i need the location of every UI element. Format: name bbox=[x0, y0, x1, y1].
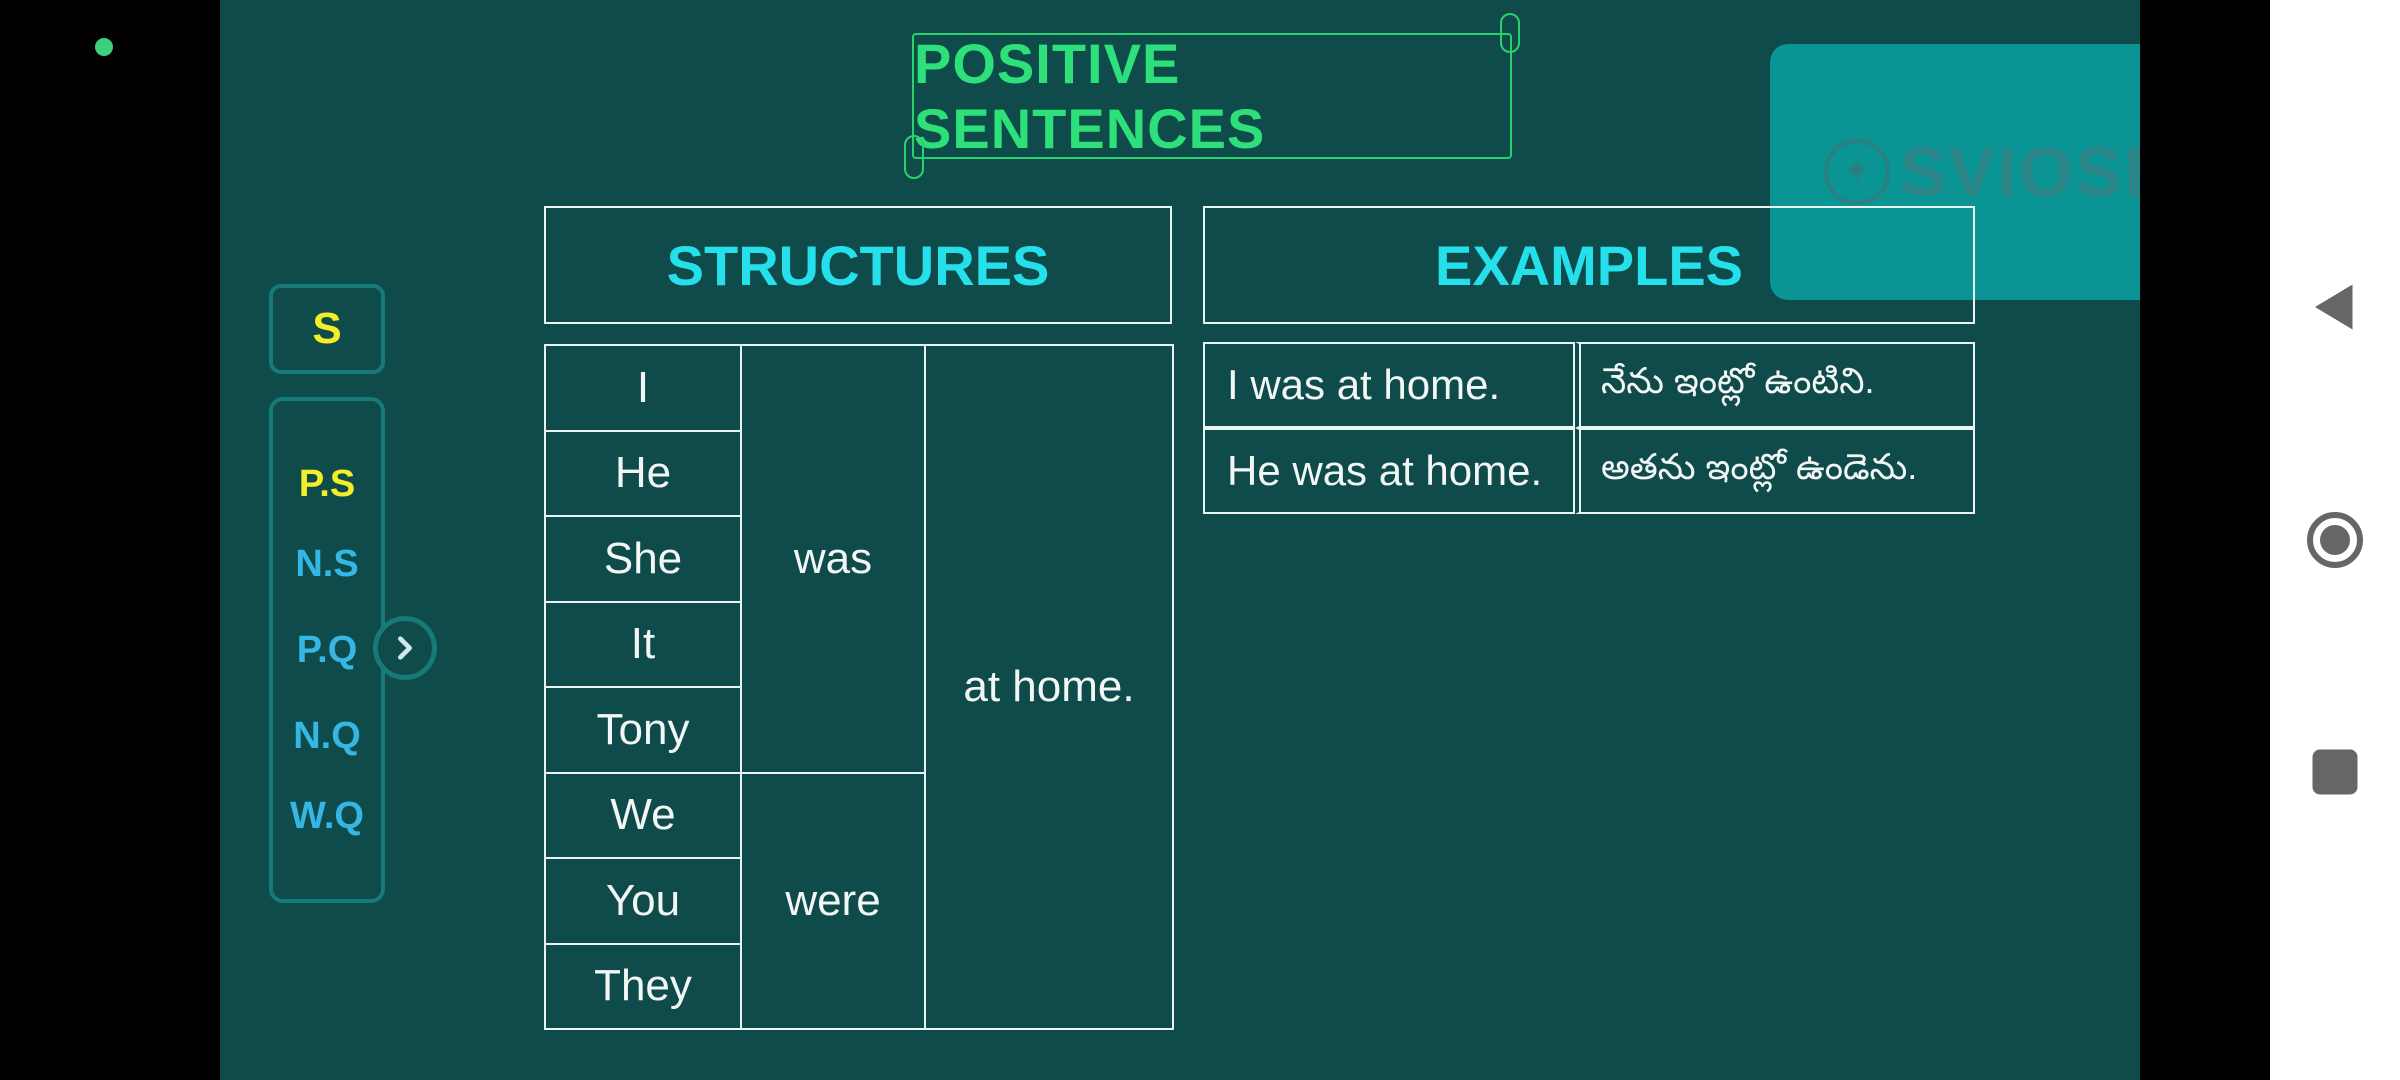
examples-header: EXAMPLES bbox=[1203, 206, 1975, 324]
example-telugu: అతను ఇంట్లో ఉండెను. bbox=[1575, 428, 1975, 514]
example-english: He was at home. bbox=[1203, 428, 1575, 514]
pronoun-cell: I bbox=[544, 344, 742, 432]
example-telugu: నేను ఇంట్లో ఉంటిని. bbox=[1575, 342, 1975, 428]
pronoun-cell: You bbox=[544, 857, 742, 945]
side-item-ns[interactable]: N.S bbox=[295, 543, 359, 585]
expand-menu-button[interactable] bbox=[373, 616, 437, 680]
table-row: I was at home. bbox=[544, 344, 1174, 1030]
pronoun-cell: We bbox=[544, 771, 742, 859]
title-scroll-banner: POSITIVE SENTENCES bbox=[904, 13, 1520, 179]
example-english: I was at home. bbox=[1203, 342, 1575, 428]
page-title: POSITIVE SENTENCES bbox=[914, 32, 1266, 160]
side-item-wq[interactable]: W.Q bbox=[290, 795, 364, 837]
sentence-type-menu: P.S N.S P.Q N.Q W.Q bbox=[269, 397, 385, 903]
back-button[interactable] bbox=[2270, 277, 2400, 337]
home-button[interactable] bbox=[2270, 510, 2400, 570]
pronoun-cell: She bbox=[544, 515, 742, 603]
table-row: It bbox=[544, 600, 1173, 688]
book-logo-icon: ✦ bbox=[1823, 139, 1890, 205]
home-circle-icon bbox=[2307, 512, 2363, 568]
recents-button[interactable] bbox=[2270, 742, 2400, 802]
side-item-ps[interactable]: P.S bbox=[298, 463, 356, 505]
verb-plural-cell: were bbox=[740, 771, 926, 1030]
recents-square-icon bbox=[2312, 749, 2358, 795]
table-row: Tony bbox=[544, 686, 1173, 774]
pronoun-cell: Tony bbox=[544, 686, 742, 774]
chevron-right-icon bbox=[398, 636, 412, 660]
system-nav-bar bbox=[2270, 0, 2400, 1080]
examples-table: I was at home. నేను ఇంట్లో ఉంటిని. He wa… bbox=[1203, 342, 1975, 514]
side-item-nq[interactable]: N.Q bbox=[293, 715, 361, 757]
watermark-card: ✦ SVIOSE bbox=[1770, 44, 2140, 300]
table-row: They bbox=[544, 942, 1173, 1030]
sentences-button[interactable]: S bbox=[269, 284, 385, 374]
pronoun-cell: They bbox=[544, 942, 742, 1030]
table-row: He was at home. అతను ఇంట్లో ఉండెను. bbox=[1203, 428, 1975, 514]
structures-header: STRUCTURES bbox=[544, 206, 1172, 324]
complement-cell: at home. bbox=[924, 344, 1174, 1030]
verb-singular-cell: was bbox=[740, 344, 926, 774]
back-triangle-icon bbox=[2315, 284, 2353, 330]
table-row: He bbox=[544, 429, 1173, 517]
table-row: I was at home. నేను ఇంట్లో ఉంటిని. bbox=[1203, 342, 1975, 428]
watermark-text: SVIOSE bbox=[1899, 133, 2140, 211]
table-row: She bbox=[544, 515, 1173, 603]
side-item-pq[interactable]: P.Q bbox=[296, 629, 358, 671]
lesson-slide: POSITIVE SENTENCES ✦ SVIOSE STRUCTURES E… bbox=[220, 0, 2140, 1080]
table-row: We were bbox=[544, 771, 1173, 1030]
pronoun-cell: It bbox=[544, 600, 742, 688]
structures-table: I was at home. He She It Tony We were Yo… bbox=[544, 344, 1174, 1030]
status-indicator-dot bbox=[95, 38, 113, 56]
table-row: You bbox=[544, 857, 1173, 945]
pronoun-cell: He bbox=[544, 429, 742, 517]
